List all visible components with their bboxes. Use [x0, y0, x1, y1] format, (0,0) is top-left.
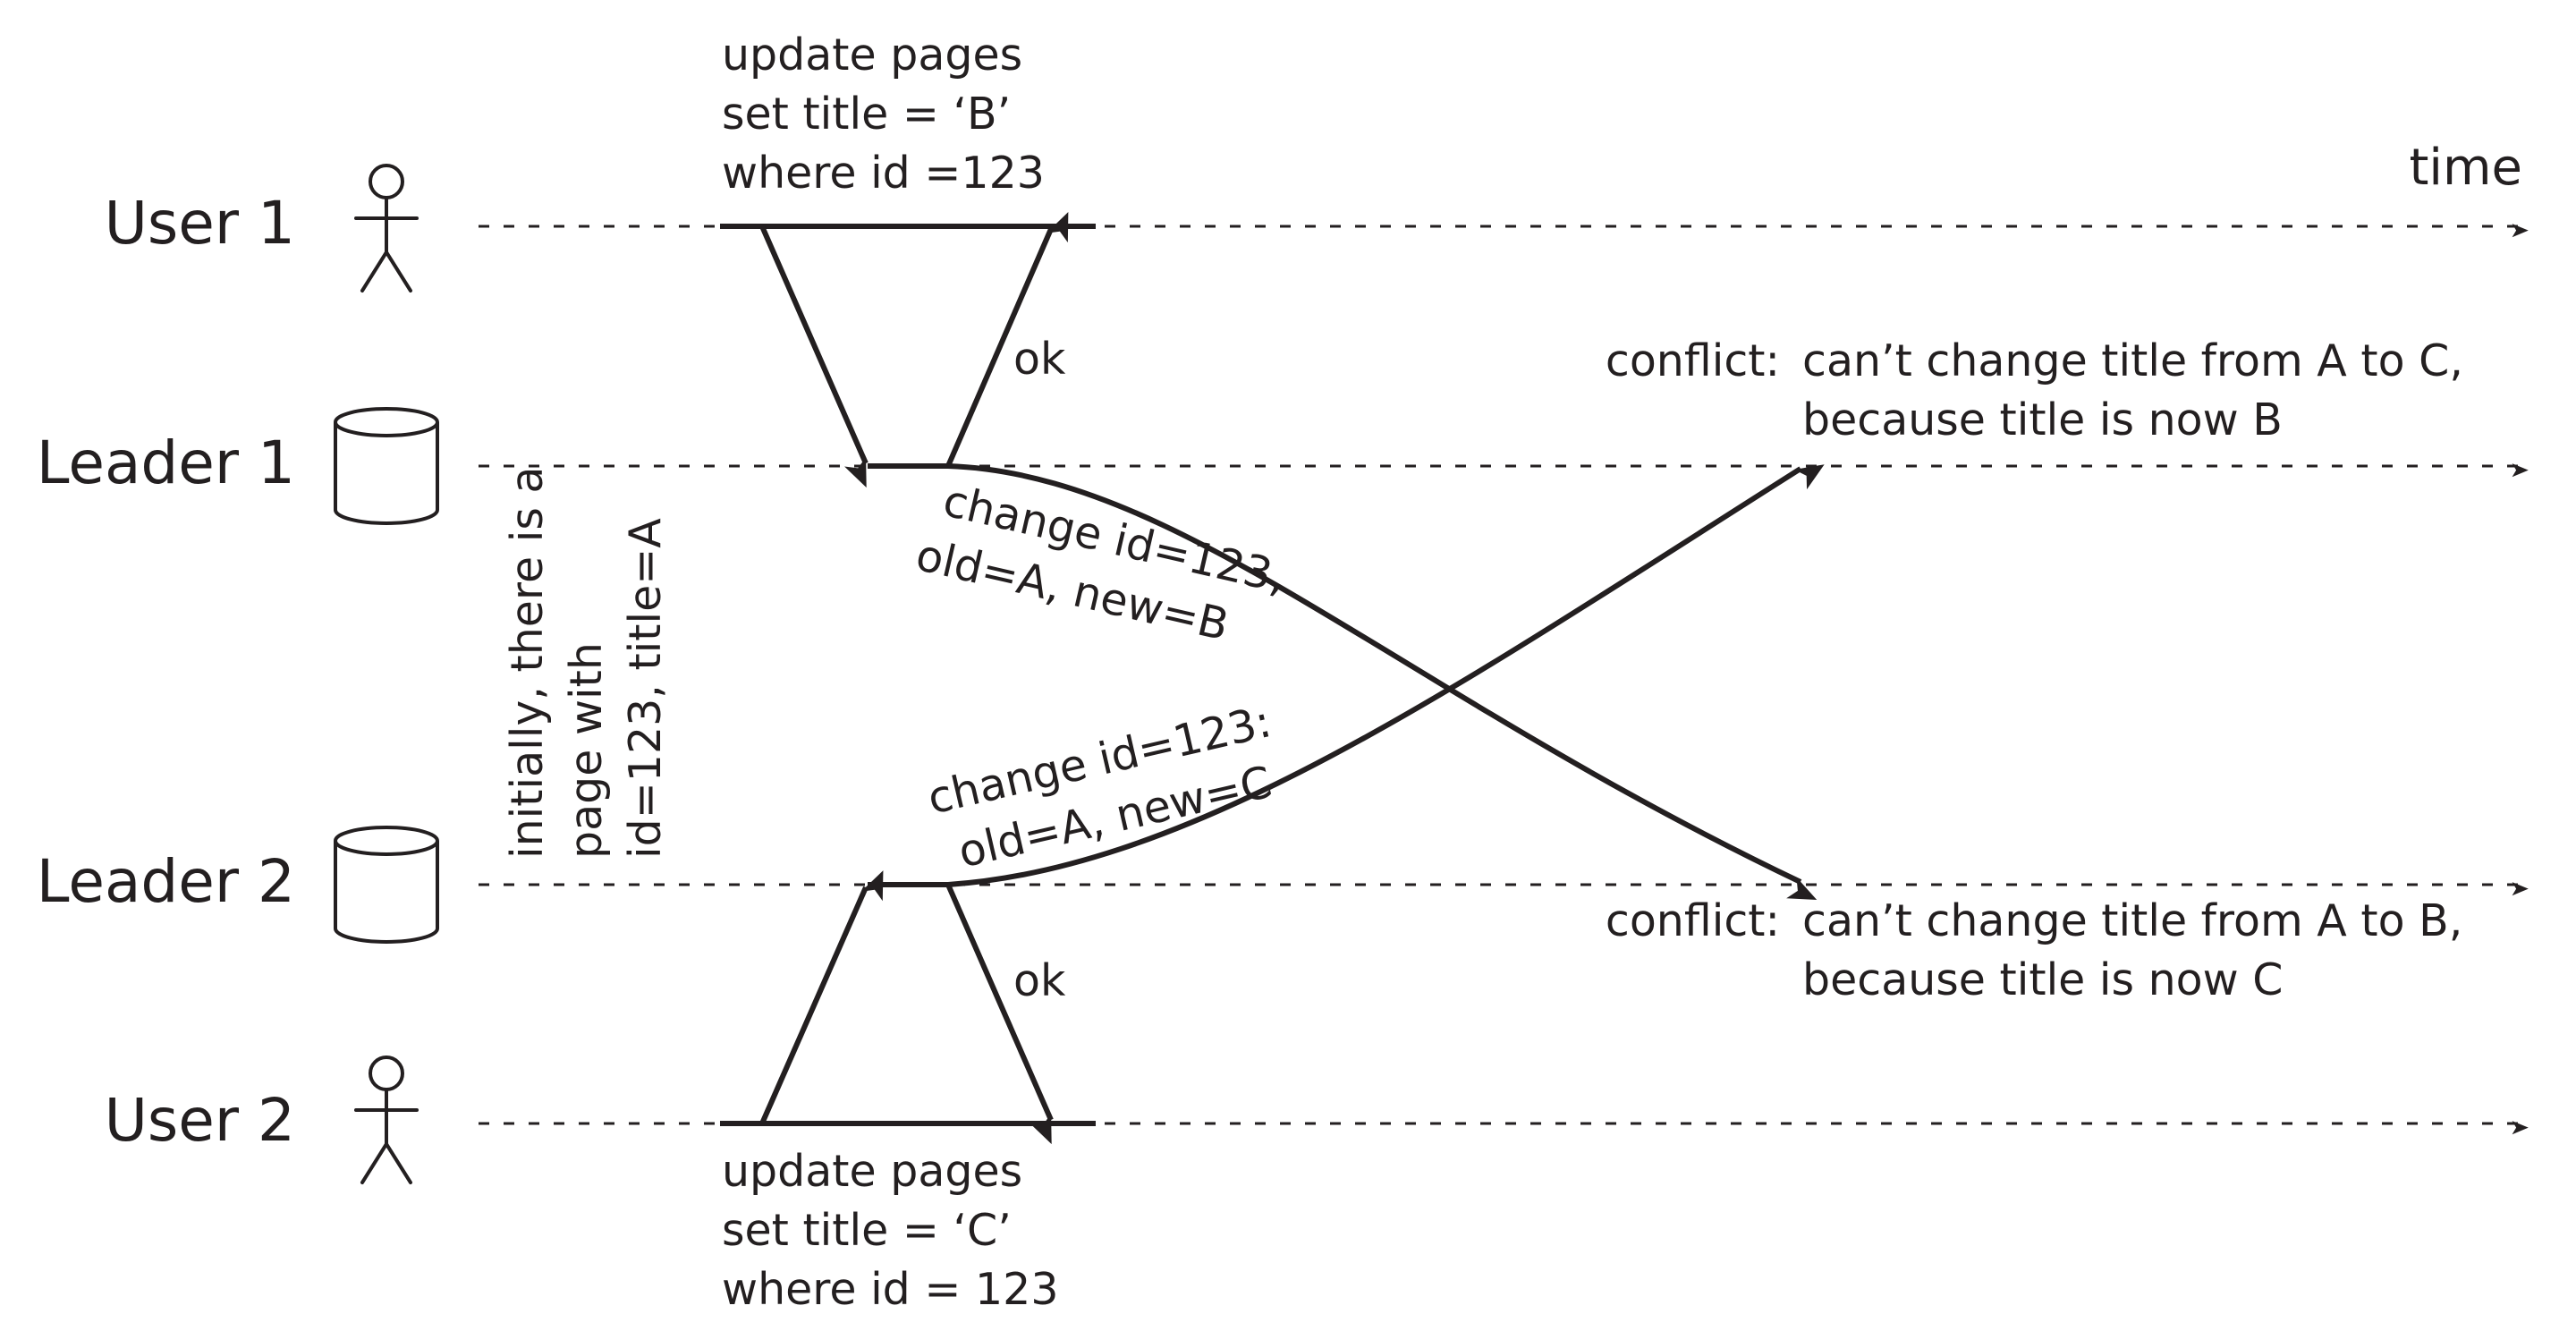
- leader1-ok-arrow: [945, 212, 1069, 468]
- user2-request-note: update pages set title = ‘C’ where id = …: [722, 1146, 1059, 1315]
- conflict-message-line: can’t change title from A to B,: [1802, 895, 2462, 946]
- lane-label-user1: User 1: [105, 189, 295, 258]
- user2-request-line: update pages: [722, 1146, 1022, 1197]
- user1-write-arrow: [759, 225, 869, 488]
- conflict-message-line: because title is now C: [1802, 954, 2284, 1005]
- replication-arrow-leader1-to-leader2: [947, 463, 1818, 901]
- leader1-database-cylinder-icon: [334, 407, 439, 525]
- time-axis-label: time: [2409, 139, 2522, 197]
- conflict-prefix: conflict:: [1606, 895, 1780, 946]
- initial-state-line: initially, there is a: [502, 467, 553, 859]
- lane-label-leader1: Leader 1: [37, 428, 295, 497]
- leader2-database-cylinder-icon: [334, 826, 439, 944]
- user1-stick-figure-icon: [354, 164, 419, 292]
- ok-label-leader1: ok: [1013, 334, 1066, 385]
- replication-arrow-leader2-to-leader1: [947, 464, 1825, 887]
- leader2-ok-arrow: [945, 883, 1054, 1145]
- user2-write-arrow: [759, 870, 884, 1125]
- ok-label-leader2: ok: [1013, 955, 1066, 1006]
- user2-stick-figure-icon: [354, 1055, 419, 1184]
- user2-request-line: set title = ‘C’: [722, 1205, 1012, 1256]
- user1-request-line: set title = ‘B’: [722, 89, 1011, 140]
- initial-state-line: id=123, title=A: [620, 518, 671, 859]
- user1-request-line: update pages: [722, 30, 1022, 81]
- conflict-prefix: conflict:: [1606, 335, 1780, 386]
- user2-request-line: where id = 123: [722, 1264, 1059, 1315]
- initial-state-note: initially, there is a page with id=123, …: [502, 467, 671, 859]
- lane-label-leader2: Leader 2: [37, 847, 295, 916]
- user1-request-note: update pages set title = ‘B’ where id =1…: [722, 30, 1045, 199]
- conflict-note-leader2: conflict: can’t change title from A to B…: [1606, 895, 2462, 1005]
- lane-label-user2: User 2: [105, 1086, 295, 1155]
- conflict-message-line: because title is now B: [1802, 394, 2283, 445]
- initial-state-line: page with: [561, 642, 612, 859]
- user1-request-line: where id =123: [722, 148, 1045, 199]
- conflict-note-leader1: conflict: can’t change title from A to C…: [1606, 335, 2463, 445]
- conflict-message-line: can’t change title from A to C,: [1802, 335, 2463, 386]
